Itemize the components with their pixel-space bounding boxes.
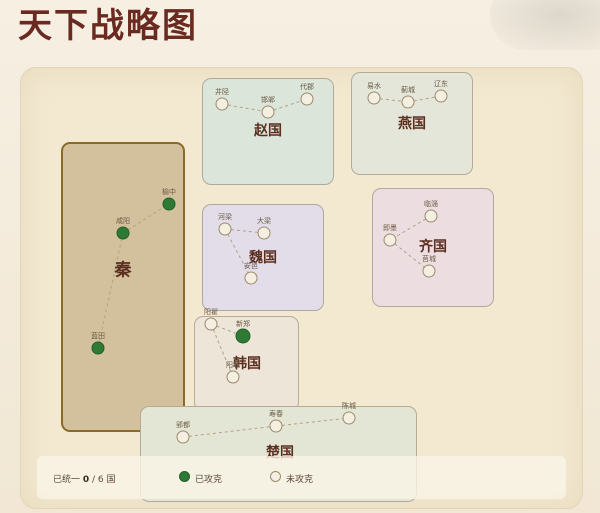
city-marker[interactable] (91, 341, 105, 355)
unconquered-legend-icon (270, 471, 281, 482)
city-marker[interactable] (235, 328, 251, 344)
city-marker[interactable] (218, 222, 232, 236)
unified-count: 0 (82, 475, 90, 485)
page-title: 天下战略图 (18, 6, 198, 46)
region-name-qin: 秦 (114, 260, 132, 281)
city-label: 邯郸 (261, 96, 275, 104)
city-label: 易水 (367, 82, 381, 90)
city-marker[interactable] (342, 411, 356, 425)
city-marker[interactable] (244, 271, 258, 285)
city-label: 即墨 (383, 224, 397, 232)
city-label: 大梁 (257, 217, 271, 225)
region-name-zhao: 赵国 (254, 123, 282, 139)
city-label: 安邑 (244, 262, 258, 270)
city-label: 河梁 (218, 213, 232, 221)
conquered-legend-icon (179, 471, 190, 482)
region-name-han: 韩国 (233, 356, 261, 372)
status-legend-bar: 已统一 0 / 6 国 已攻克 未攻克 (37, 456, 566, 499)
city-label: 代郡 (300, 83, 314, 91)
city-label: 莒城 (422, 255, 436, 263)
city-marker[interactable] (401, 95, 415, 109)
city-label: 临淄 (424, 200, 438, 208)
city-label: 阳翟 (204, 308, 218, 316)
city-label: 咸阳 (116, 217, 130, 225)
conquered-legend-label: 已攻克 (195, 475, 223, 485)
city-label: 榆中 (162, 188, 176, 196)
corner-decoration (490, 0, 600, 50)
city-label: 蓟城 (401, 86, 415, 94)
city-marker[interactable] (424, 209, 438, 223)
unified-prefix: 已统一 (53, 475, 81, 485)
region-name-qi: 齐国 (419, 239, 447, 255)
city-label: 寿春 (269, 410, 283, 418)
city-marker[interactable] (422, 264, 436, 278)
city-label: 蓝田 (91, 332, 105, 340)
region-name-wei: 魏国 (249, 250, 277, 266)
unified-suffix: / 6 国 (92, 475, 116, 485)
city-marker[interactable] (215, 97, 229, 111)
city-marker[interactable] (162, 197, 176, 211)
unconquered-legend-label: 未攻克 (286, 475, 314, 485)
city-label: 郢都 (176, 421, 190, 429)
region-yan[interactable] (351, 72, 473, 175)
city-marker[interactable] (226, 370, 240, 384)
city-label: 阳城 (226, 361, 240, 369)
city-marker[interactable] (434, 89, 448, 103)
city-marker[interactable] (204, 317, 218, 331)
city-marker[interactable] (116, 226, 130, 240)
region-name-yan: 燕国 (398, 116, 426, 132)
region-qin[interactable] (61, 142, 185, 432)
city-marker[interactable] (176, 430, 190, 444)
city-marker[interactable] (261, 105, 275, 119)
city-label: 辽东 (434, 80, 448, 88)
city-marker[interactable] (383, 233, 397, 247)
city-label: 陈城 (342, 402, 356, 410)
city-label: 井陉 (215, 88, 229, 96)
unification-progress: 已统一 0 / 6 国 (53, 472, 116, 485)
city-marker[interactable] (269, 419, 283, 433)
city-marker[interactable] (257, 226, 271, 240)
city-marker[interactable] (300, 92, 314, 106)
region-wei[interactable] (202, 204, 324, 311)
city-label: 新郑 (236, 320, 250, 328)
city-marker[interactable] (367, 91, 381, 105)
